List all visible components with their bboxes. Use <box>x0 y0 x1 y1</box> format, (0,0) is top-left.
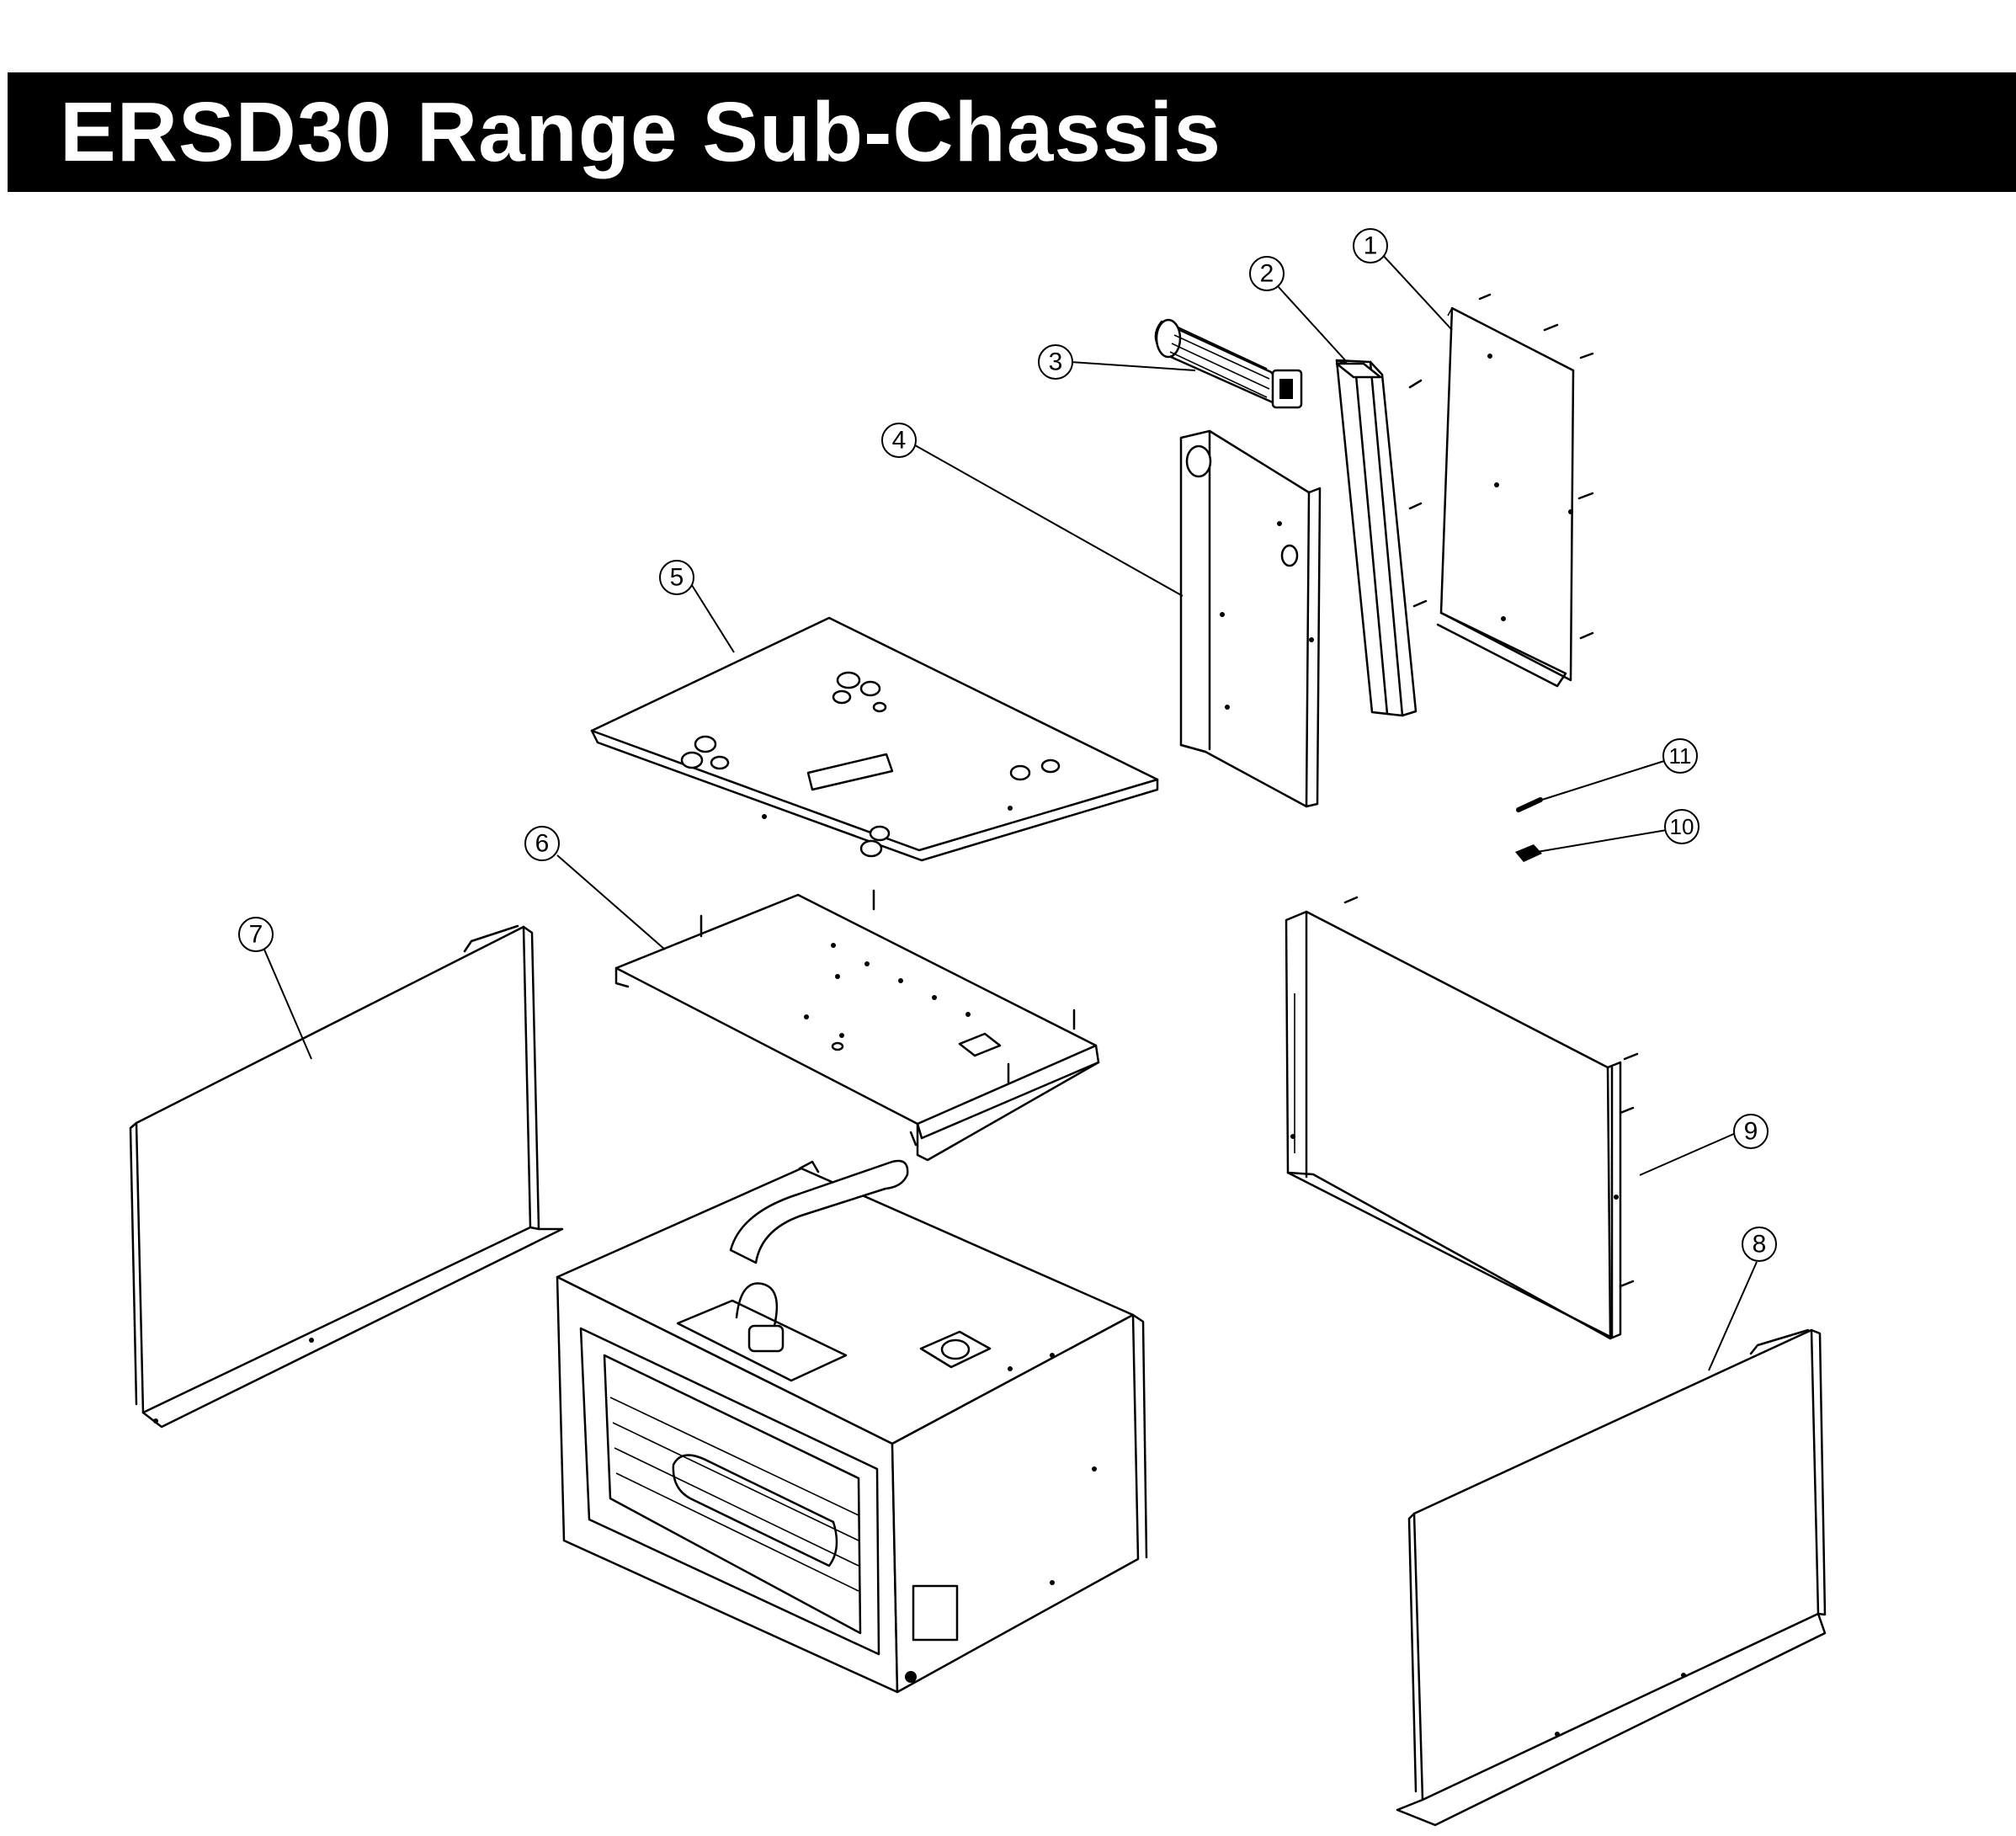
part-11-rod <box>1516 797 1543 812</box>
callout-2: 2 <box>1249 256 1285 291</box>
svg-text:4: 4 <box>892 427 907 455</box>
callout-5: 5 <box>659 560 694 595</box>
part-7-left-panel <box>129 924 564 1429</box>
svg-text:7: 7 <box>249 921 263 949</box>
part-8-right-outer-panel <box>1396 1328 1827 1827</box>
callout-8: 8 <box>1742 1227 1777 1262</box>
part-6-oven-top-plate <box>614 889 1100 1162</box>
svg-text:8: 8 <box>1753 1231 1767 1259</box>
callout-3: 3 <box>1038 344 1073 380</box>
part-5-top-panel <box>590 616 1159 862</box>
callout-9: 9 <box>1733 1114 1769 1149</box>
part-1-rear-panel <box>1436 293 1594 688</box>
page-title: ERSD30 Range Sub-Chassis <box>60 85 1221 179</box>
part-9-right-inner-panel <box>1285 896 1639 1340</box>
callout-6: 6 <box>524 826 560 861</box>
svg-text:10: 10 <box>1670 814 1694 839</box>
callout-10: 10 <box>1664 809 1700 844</box>
svg-text:3: 3 <box>1049 349 1063 376</box>
svg-text:1: 1 <box>1364 232 1378 260</box>
part-3-blower <box>1154 318 1303 409</box>
callout-7: 7 <box>238 917 274 952</box>
svg-text:5: 5 <box>670 564 684 592</box>
oven-cavity-assembly <box>556 1159 1148 1694</box>
callout-1: 1 <box>1353 228 1388 263</box>
callout-leaders <box>263 252 1758 1371</box>
part-2-bracket <box>1335 359 1428 717</box>
svg-text:11: 11 <box>1669 743 1692 769</box>
part-10-clip <box>1515 844 1542 862</box>
part-4-duct-panel <box>1179 429 1322 808</box>
svg-text:6: 6 <box>535 830 550 858</box>
callout-4: 4 <box>881 423 917 458</box>
svg-text:9: 9 <box>1744 1118 1758 1146</box>
title-bar: ERSD30 Range Sub-Chassis <box>8 72 2016 192</box>
svg-text:2: 2 <box>1260 260 1274 288</box>
callout-11: 11 <box>1662 738 1698 774</box>
